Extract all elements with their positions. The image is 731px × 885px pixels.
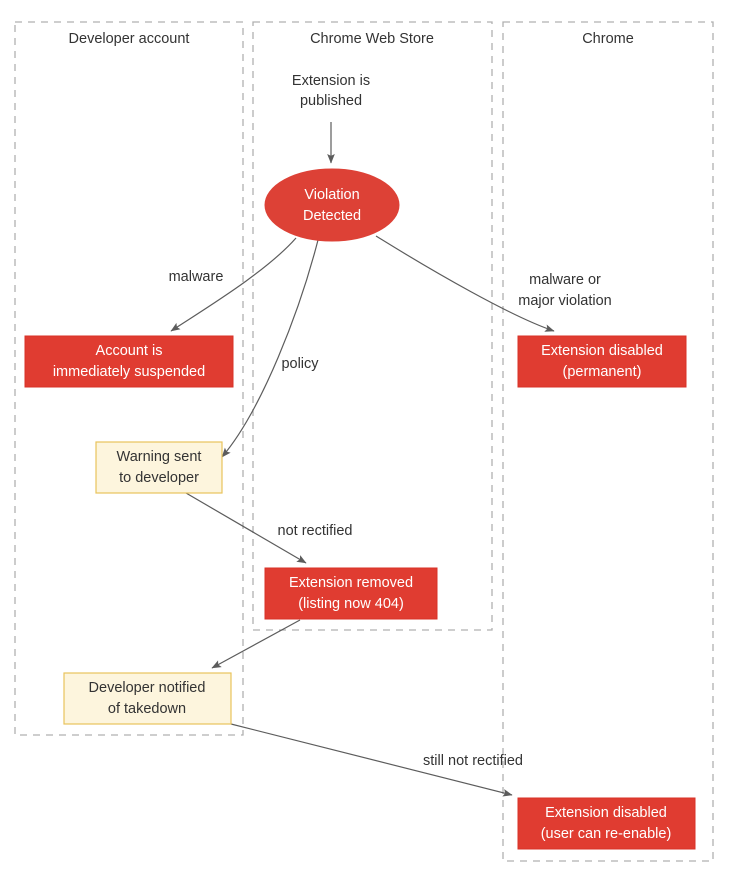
node-extension-disabled-re-enable-shape[interactable]: [517, 797, 696, 850]
node-extension-removed-shape[interactable]: [264, 567, 438, 620]
lane-chrome: Chrome: [502, 21, 714, 862]
node-warning-sent-to-developer-line2: to developer: [119, 470, 199, 486]
label-extension-is-published-line2: published: [300, 93, 362, 109]
node-warning-sent-to-developer-line1: Warning sent: [117, 449, 202, 465]
lane-developer-account-title: Developer account: [69, 31, 190, 47]
lane-chrome-web-store-border: [252, 21, 493, 631]
node-extension-removed[interactable]: Extension removed (listing now 404): [264, 567, 438, 620]
edge-violation-to-disabled-permanent: malware or major violation: [375, 235, 612, 332]
node-extension-disabled-permanent-line1: Extension disabled: [541, 343, 663, 359]
node-developer-notified-of-takedown-shape[interactable]: [63, 672, 232, 725]
edge-removed-to-notified-line: [211, 619, 301, 669]
edge-warning-to-removed-line: [185, 492, 307, 564]
edge-notified-to-disabled-re-enable-line: [230, 723, 513, 797]
node-extension-disabled-permanent-shape[interactable]: [517, 335, 687, 388]
label-extension-is-published: Extension is published: [292, 73, 370, 109]
lane-chrome-border: [502, 21, 714, 862]
node-extension-disabled-permanent[interactable]: Extension disabled (permanent): [517, 335, 687, 388]
node-extension-disabled-permanent-line2: (permanent): [563, 364, 642, 380]
lane-developer-account-border: [14, 21, 244, 736]
node-extension-disabled-re-enable[interactable]: Extension disabled (user can re-enable): [517, 797, 696, 850]
edge-notified-to-disabled-re-enable: still not rectified: [230, 723, 523, 797]
node-violation-detected-line2: Detected: [303, 208, 361, 224]
node-violation-detected-shape[interactable]: [264, 168, 400, 242]
edge-violation-to-warning: policy: [221, 239, 319, 458]
edge-label-malware-or-major-violation-line2: major violation: [518, 293, 612, 309]
lane-chrome-web-store: Chrome Web Store: [252, 21, 493, 631]
edge-violation-to-account-suspended-line: [170, 237, 297, 332]
edge-violation-to-account-suspended: malware: [169, 237, 297, 332]
edge-warning-to-removed: not rectified: [185, 492, 353, 564]
edge-violation-to-warning-line: [221, 239, 319, 458]
edge-label-policy: policy: [281, 356, 319, 372]
node-extension-removed-line1: Extension removed: [289, 575, 413, 591]
node-warning-sent-to-developer-shape[interactable]: [95, 441, 223, 494]
lane-developer-account: Developer account: [14, 21, 244, 736]
edge-label-malware-or-major-violation-line1: malware or: [529, 272, 601, 288]
node-violation-detected-line1: Violation: [304, 187, 359, 203]
node-account-suspended-line1: Account is: [96, 343, 163, 359]
node-account-suspended-shape[interactable]: [24, 335, 234, 388]
node-violation-detected[interactable]: Violation Detected: [264, 168, 400, 242]
node-developer-notified-of-takedown-line1: Developer notified: [89, 680, 206, 696]
node-extension-disabled-re-enable-line2: (user can re-enable): [541, 826, 672, 842]
node-developer-notified-of-takedown-line2: of takedown: [108, 701, 186, 717]
node-developer-notified-of-takedown[interactable]: Developer notified of takedown: [63, 672, 232, 725]
edge-label-malware: malware: [169, 269, 224, 285]
node-account-suspended[interactable]: Account is immediately suspended: [24, 335, 234, 388]
edge-label-not-rectified: not rectified: [278, 523, 353, 539]
lane-chrome-web-store-title: Chrome Web Store: [310, 31, 434, 47]
edge-violation-to-disabled-permanent-line: [375, 235, 555, 332]
node-extension-disabled-re-enable-line1: Extension disabled: [545, 805, 667, 821]
node-extension-removed-line2: (listing now 404): [298, 596, 404, 612]
label-extension-is-published-line1: Extension is: [292, 73, 370, 89]
lane-chrome-title: Chrome: [582, 31, 634, 47]
node-account-suspended-line2: immediately suspended: [53, 364, 205, 380]
edge-removed-to-notified: [211, 619, 301, 669]
node-warning-sent-to-developer[interactable]: Warning sent to developer: [95, 441, 223, 494]
edge-label-still-not-rectified: still not rectified: [423, 753, 523, 769]
